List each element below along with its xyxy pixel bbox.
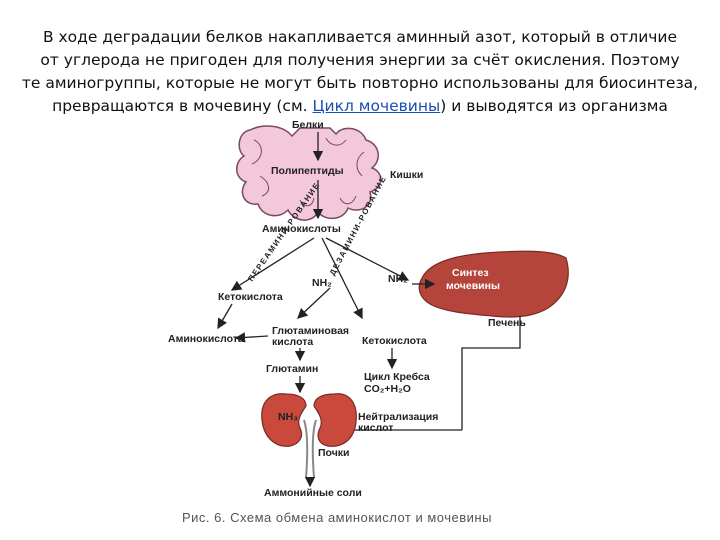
label-ketoacid-mid: Кетокислота [362,335,427,347]
kidney-left [261,393,307,447]
label-amino-acid-left: Аминокислота [168,333,244,345]
label-proteins: Белки [292,119,324,131]
intro-line-4-before: превращаются в мочевину (см. [52,97,313,115]
line-liver-return [461,316,521,430]
intestine-body [236,125,382,221]
label-urea-synthesis-2: мочевины [446,280,500,292]
intro-line-4: превращаются в мочевину (см. Цикл мочеви… [20,95,700,118]
label-polypeptides: Полипептиды [271,165,344,177]
label-intestines: Кишки [390,169,423,181]
label-glutamic-acid-1: Глютаминовая [272,325,349,337]
label-urea-synthesis-1: Синтез [452,267,489,279]
label-acid-neutral-2: кислот [358,422,393,434]
kidney-right [313,393,357,447]
label-nh2-left: NH₂ [312,277,332,289]
intestine-folds [251,137,365,207]
intro-line-3: те аминогруппы, которые не могут быть по… [21,74,699,92]
label-glutamic-acid-2: кислота [272,336,313,348]
arrow-to-ketoacid-top [230,237,315,291]
intro-line-2: от углерода не пригоден для получения эн… [40,51,680,69]
label-krebs-2: CO₂+H₂O [364,383,411,395]
arrow-glutamic-to-aminoacid [234,332,269,343]
liver-shape [418,250,569,318]
label-nh3: NH₃ [278,411,298,423]
label-acid-neutral-1: Нейтрализация [358,411,438,423]
label-krebs-1: Цикл Кребса [364,371,430,383]
arrow-nh2-glutamic [297,287,331,319]
arrow-ketoacid-to-aminoacid [217,303,233,330]
intestine-shape [236,125,382,221]
label-glutamine: Глютамин [266,363,318,375]
label-ketoacid-top: Кетокислота [218,291,283,303]
label-liver: Печень [488,317,526,329]
label-kidneys: Почки [318,447,350,459]
label-ammonium-salts: Аммонийные соли [264,487,362,499]
intro-line-4-after: ) и выводятся из организма [440,97,668,115]
ureters [303,419,317,479]
intro-line-1: В ходе деградации белков накапливается а… [42,28,678,46]
arrow-to-ketoacid-mid [321,237,363,320]
label-nh2-right: NH₂ [388,273,408,285]
urea-cycle-link[interactable]: Цикл мочевины [312,97,441,115]
label-amino-acids: Аминокислоты [262,223,341,235]
intro-text: В ходе деградации белков накапливается а… [20,26,700,118]
arrow-to-nh2-right [325,237,410,281]
figure-caption: Рис. 6. Схема обмена аминокислот и мочев… [182,510,492,525]
